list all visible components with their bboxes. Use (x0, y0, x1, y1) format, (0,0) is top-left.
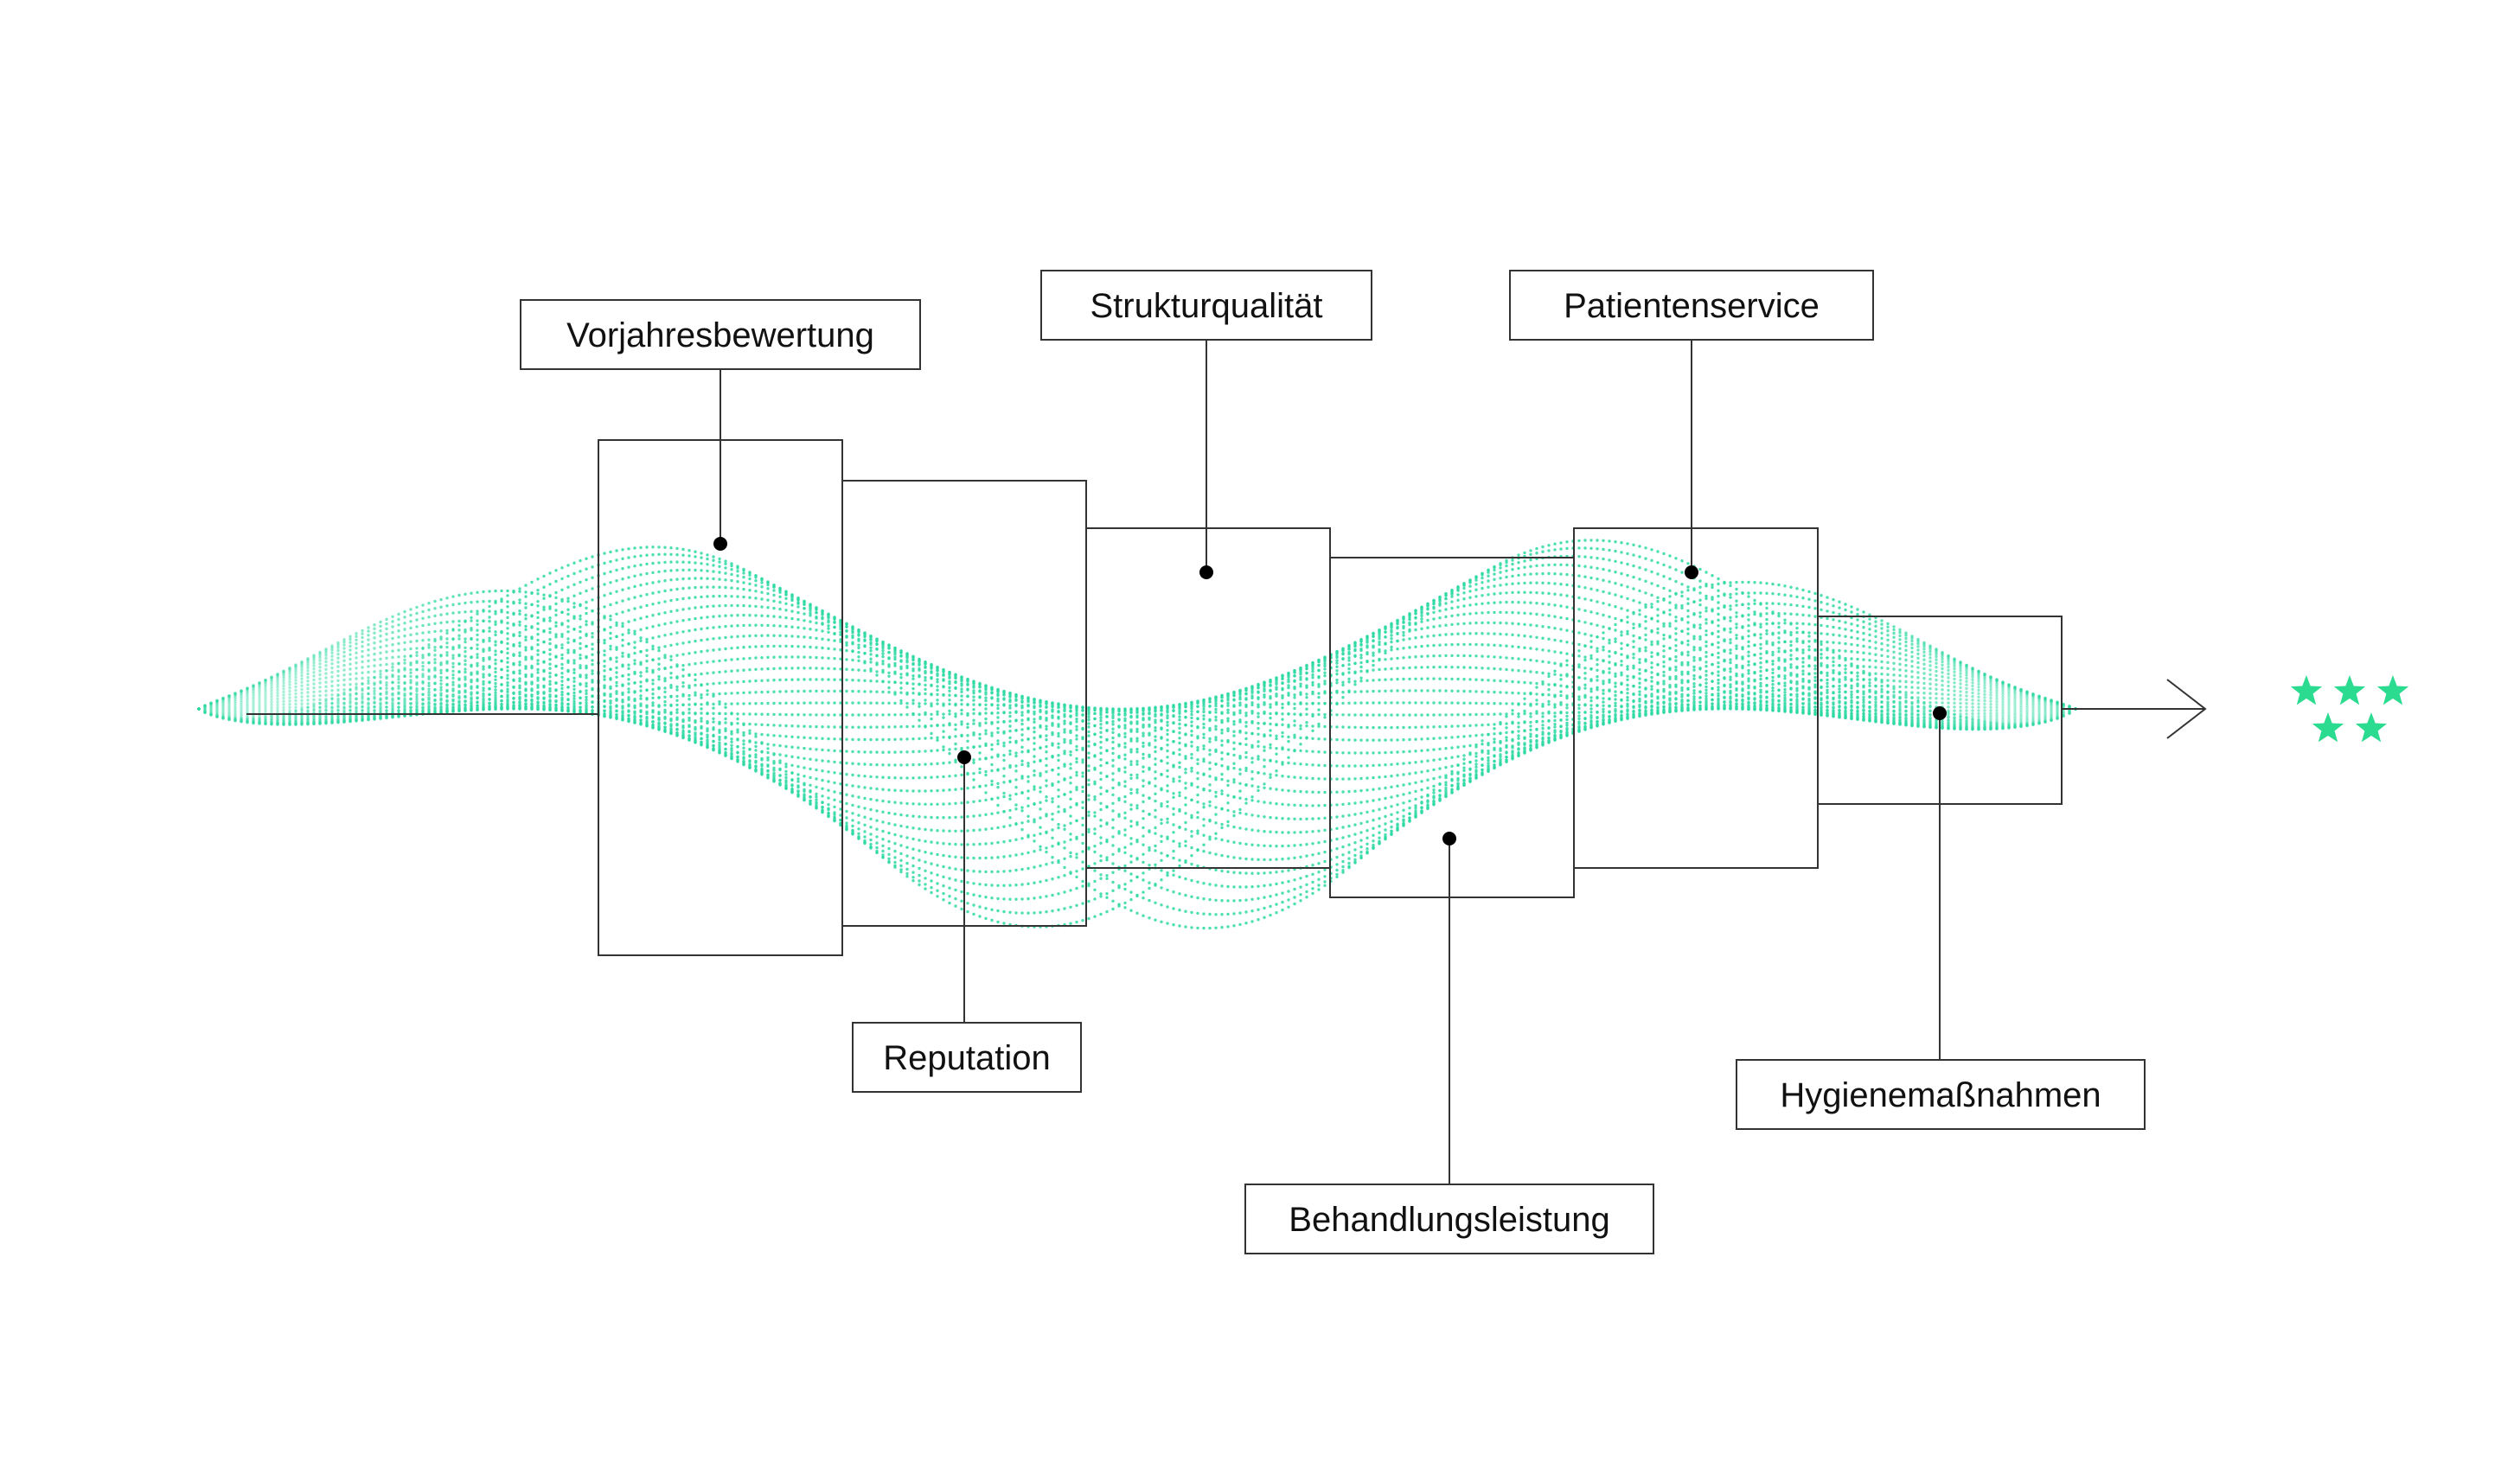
label-strukturqualitaet: Strukturqualität (1040, 270, 1372, 341)
anchor-dot-strukturqualitaet (1199, 565, 1213, 579)
anchor-dot-reputation (957, 750, 971, 764)
star-icon (2312, 712, 2344, 743)
output-arrow-head (2166, 679, 2207, 739)
label-patientenservice: Patientenservice (1509, 270, 1874, 341)
label-reputation: Reputation (852, 1022, 1082, 1093)
star-icon (2355, 712, 2388, 743)
label-behandlungsleistung: Behandlungsleistung (1244, 1184, 1654, 1254)
anchor-dot-vorjahresbewertung (713, 537, 727, 551)
rating-stars (2290, 675, 2409, 743)
star-icon (2333, 675, 2366, 705)
star-icon (2376, 675, 2409, 705)
star-icon (2290, 675, 2323, 705)
label-vorjahresbewertung: Vorjahresbewertung (520, 299, 921, 370)
anchor-dot-hygienemassnahmen (1933, 706, 1947, 720)
anchor-dot-patientenservice (1685, 565, 1698, 579)
label-hygienemassnahmen: Hygienemaßnahmen (1736, 1059, 2146, 1130)
dotted-wave-field (197, 539, 2077, 930)
anchor-dot-behandlungsleistung (1442, 832, 1456, 845)
